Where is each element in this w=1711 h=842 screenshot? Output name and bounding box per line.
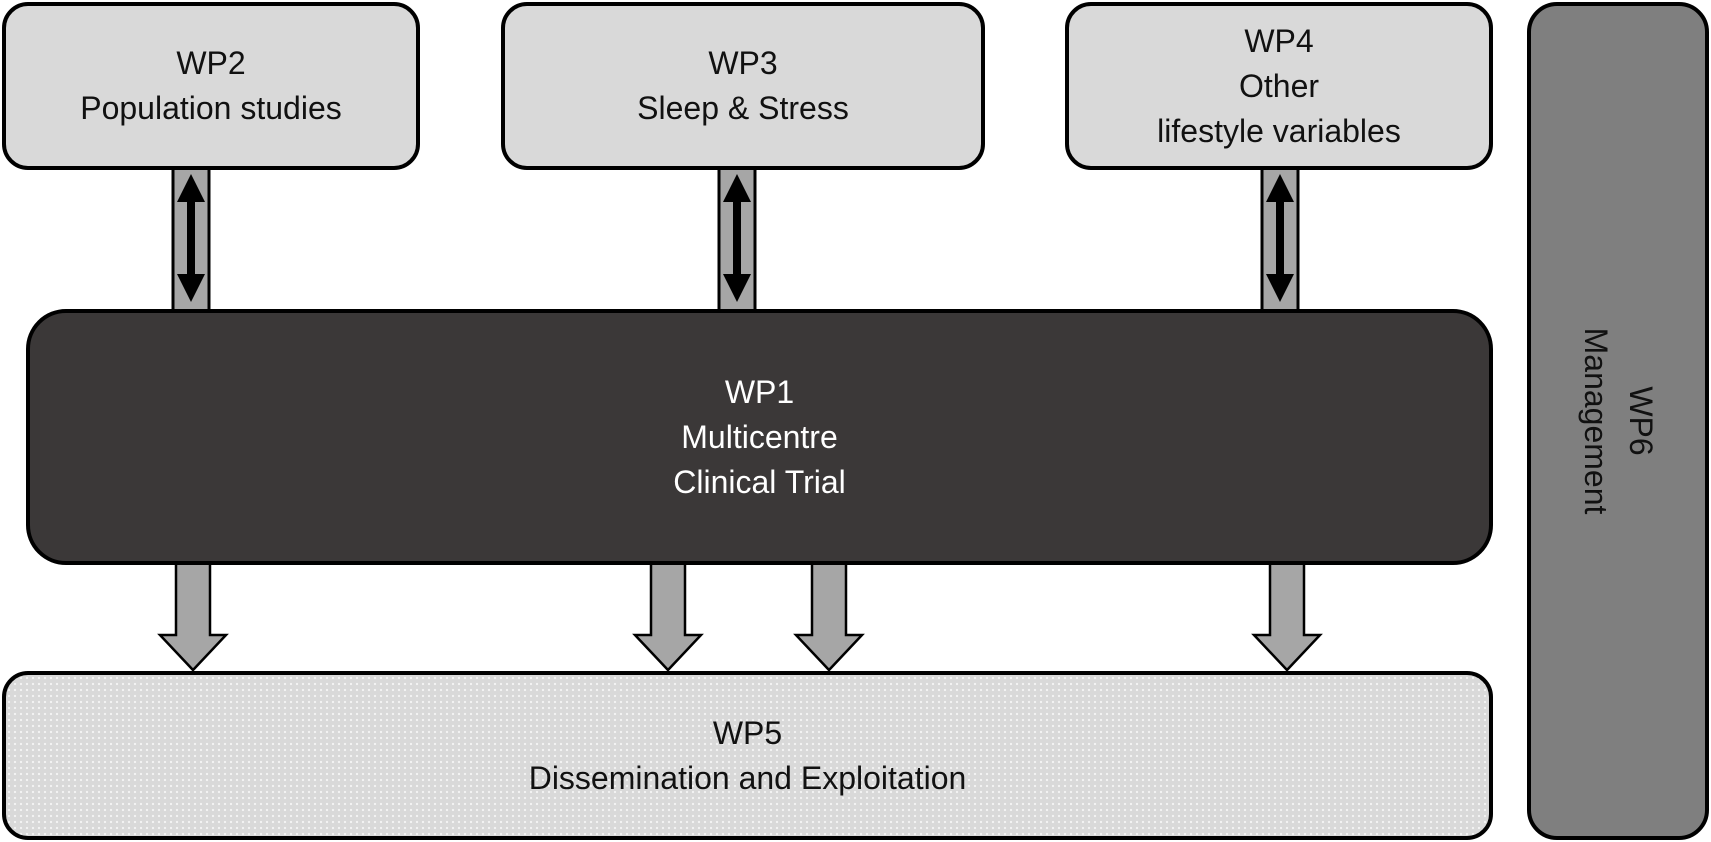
connector-wp3-wp1 (717, 166, 757, 314)
wp1-code: WP1 (724, 373, 795, 410)
wp4-box: WP4 Other lifestyle variables (1065, 2, 1493, 170)
wp4-code: WP4 (1244, 22, 1314, 59)
wp1-box: WP1 Multicentre Clinical Trial (26, 309, 1493, 565)
wp1-title-line2: Clinical Trial (673, 463, 846, 500)
arrow-wp1-wp5-1 (157, 560, 229, 672)
wp3-box: WP3 Sleep & Stress (501, 2, 985, 170)
wp3-code: WP3 (708, 45, 778, 81)
wp4-title-line1: Other (1238, 67, 1320, 104)
wp2-box: WP2 Population studies (2, 2, 420, 170)
wp2-code: WP2 (176, 45, 246, 81)
connector-wp4-wp1 (1260, 166, 1300, 314)
wp5-code: WP5 (712, 714, 783, 751)
wp5-box: WP5 Dissemination and Exploitation (2, 671, 1493, 840)
connector-wp2-wp1 (171, 166, 211, 314)
arrow-wp1-wp5-2 (632, 560, 704, 672)
arrow-wp1-wp5-3 (793, 560, 865, 672)
wp1-title-line1: Multicentre (681, 418, 838, 455)
wp6-title: Management (1578, 327, 1614, 515)
wp4-title-line2: lifestyle variables (1157, 112, 1401, 149)
arrow-wp1-wp5-4 (1251, 560, 1323, 672)
wp6-code: WP6 (1623, 386, 1659, 456)
wp2-title: Population studies (80, 90, 342, 126)
wp3-title: Sleep & Stress (637, 90, 849, 126)
wp5-title: Dissemination and Exploitation (528, 759, 967, 796)
wp6-label: WP6 Management (1573, 328, 1663, 515)
wp6-box: WP6 Management (1527, 2, 1709, 840)
